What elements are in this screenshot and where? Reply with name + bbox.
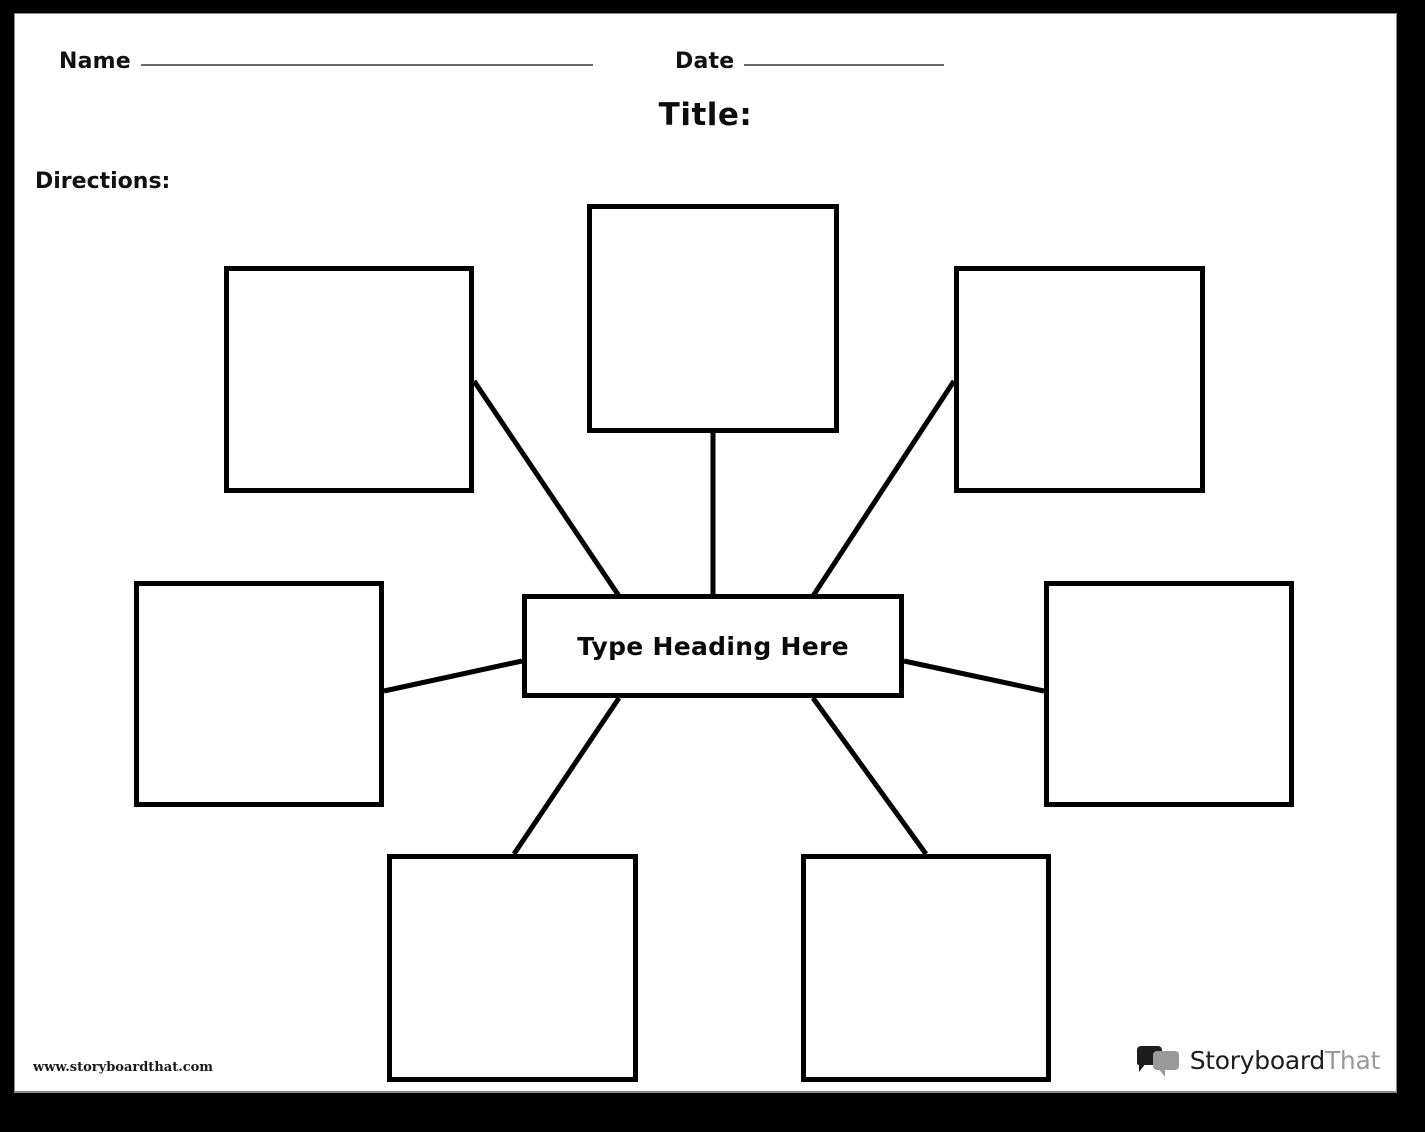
name-label: Name	[59, 49, 131, 74]
node-bottom-right[interactable]	[801, 854, 1051, 1082]
node-top-right[interactable]	[954, 266, 1205, 493]
title-label[interactable]: Title:	[658, 97, 753, 133]
connector-layer	[383, 379, 1045, 856]
brand-primary-text: Storyboard	[1189, 1045, 1326, 1075]
brand-secondary-text: That	[1324, 1045, 1380, 1075]
node-bottom-left[interactable]	[387, 854, 638, 1082]
spider-map-diagram: Type Heading Here	[15, 14, 1396, 1091]
name-field-row: Name	[59, 49, 593, 74]
date-label: Date	[675, 49, 735, 74]
brand-wordmark: StoryboardThat	[1189, 1045, 1381, 1075]
site-url: www.storyboardthat.com	[33, 1060, 214, 1075]
date-input-rule[interactable]	[744, 64, 945, 66]
node-middle-right[interactable]	[1044, 581, 1294, 807]
center-heading-box[interactable]: Type Heading Here	[522, 594, 904, 698]
node-middle-left[interactable]	[134, 581, 384, 807]
connector-center-to-top-left	[471, 379, 622, 598]
speech-bubble-gray-icon	[1152, 1051, 1179, 1077]
node-top-left[interactable]	[224, 266, 474, 493]
connector-center-to-middle-left	[383, 658, 523, 694]
date-field-row: Date	[675, 49, 945, 74]
storyboardthat-logo: StoryboardThat	[1136, 1044, 1381, 1077]
connector-center-to-top-right	[810, 379, 957, 598]
worksheet-sheet: Name Date Title: Directions: Type Headin…	[14, 13, 1397, 1093]
connector-center-to-middle-right	[903, 658, 1045, 694]
speech-bubbles-icon	[1136, 1044, 1181, 1077]
name-input-rule[interactable]	[140, 64, 593, 66]
center-heading-label: Type Heading Here	[577, 631, 849, 661]
connector-center-to-bottom-left	[511, 696, 622, 856]
connector-center-to-bottom-right	[810, 696, 929, 856]
directions-label[interactable]: Directions:	[35, 169, 171, 194]
node-top[interactable]	[587, 204, 839, 433]
